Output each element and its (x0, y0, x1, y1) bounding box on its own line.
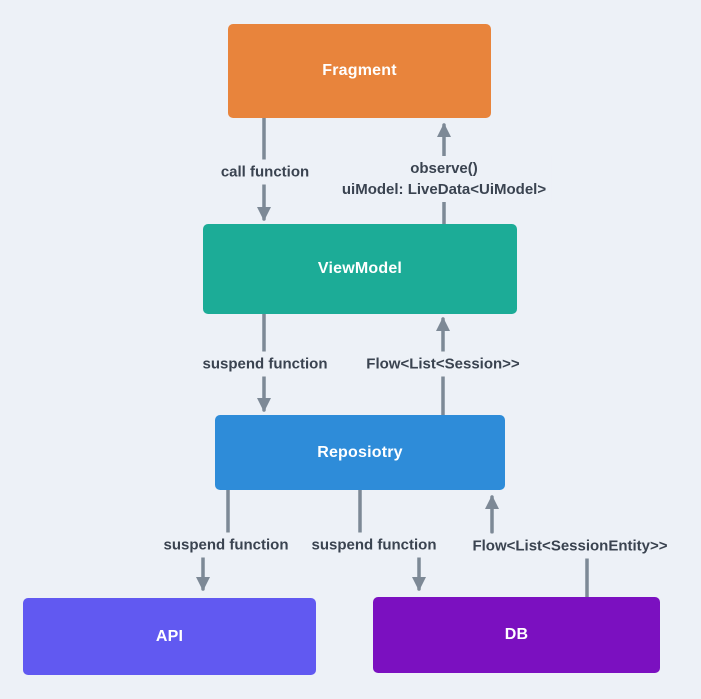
node-db-label: DB (504, 626, 529, 643)
edge-label-observe-line2: uiModel: LiveData<UiModel> (341, 181, 547, 198)
node-api-label: API (155, 627, 184, 645)
edge-label-call-function: call function (214, 159, 316, 185)
node-api: API (23, 598, 316, 675)
node-fragment-label: Fragment (322, 62, 397, 79)
node-viewmodel: ViewModel (203, 224, 517, 314)
edge-label-suspend-function-db: suspend function (305, 532, 443, 558)
node-db: DB (373, 597, 660, 673)
edge-label-suspend-function-viewmodel: suspend function (196, 351, 334, 377)
edge-label-observe-line1: observe() (410, 160, 478, 177)
edge-label-flow-list-session: Flow<List<Session>> (360, 351, 526, 377)
node-fragment: Fragment (228, 24, 491, 118)
edge-label-flow-list-sessionentity: Flow<List<SessionEntity>> (466, 533, 674, 559)
node-viewmodel-label: ViewModel (317, 260, 403, 277)
node-repository-label: Reposiotry (317, 443, 403, 461)
edge-label-observe: observe() uiModel: LiveData<UiModel> (335, 156, 553, 202)
edge-label-suspend-function-api: suspend function (157, 532, 295, 558)
node-repository: Reposiotry (215, 415, 505, 490)
